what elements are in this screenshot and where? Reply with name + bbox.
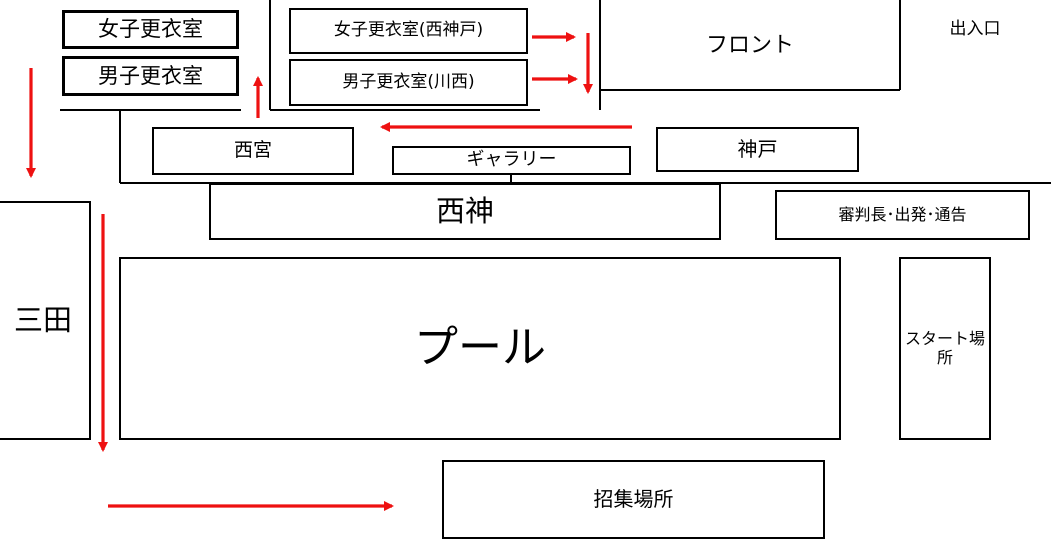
assembly-label: 招集場所: [593, 487, 674, 511]
front-desk-label: フロント: [705, 32, 794, 58]
seishin-area: 西神: [209, 183, 721, 240]
gallery-area: ギャラリー: [392, 146, 631, 175]
pool-label: プール: [414, 322, 546, 374]
womens-changing-room: 女子更衣室: [62, 10, 239, 49]
mens-changing-room-kawanishi-label: 男子更衣室(川西): [342, 71, 475, 92]
sanda-area: 三田: [0, 201, 91, 440]
assembly-area: 招集場所: [442, 460, 825, 539]
front-desk: フロント: [600, 20, 900, 72]
sanda-label: 三田: [14, 302, 73, 337]
kobe-area: 神戸: [656, 127, 859, 172]
entrance: 出入口: [935, 12, 1015, 46]
seishin-label: 西神: [435, 193, 494, 228]
entrance-label: 出入口: [949, 18, 1001, 39]
womens-changing-room-label: 女子更衣室: [98, 17, 203, 42]
mens-changing-room: 男子更衣室: [62, 56, 239, 96]
nishinomiya-label: 西宮: [233, 139, 272, 162]
pool: プール: [119, 257, 841, 440]
womens-changing-room-seishin: 女子更衣室(西神戸): [289, 8, 528, 54]
start-area: スタート場所: [899, 257, 991, 440]
womens-changing-room-seishin-label: 女子更衣室(西神戸): [333, 20, 484, 41]
gallery-label: ギャラリー: [466, 149, 557, 171]
mens-changing-room-kawanishi: 男子更衣室(川西): [289, 59, 528, 106]
nishinomiya-area: 西宮: [152, 127, 354, 175]
officials-area: 審判長･出発･通告: [775, 190, 1030, 240]
start-area-label: スタート場所: [905, 329, 986, 367]
officials-label: 審判長･出発･通告: [838, 204, 967, 224]
mens-changing-room-label: 男子更衣室: [98, 63, 203, 88]
kobe-label: 神戸: [737, 137, 778, 161]
